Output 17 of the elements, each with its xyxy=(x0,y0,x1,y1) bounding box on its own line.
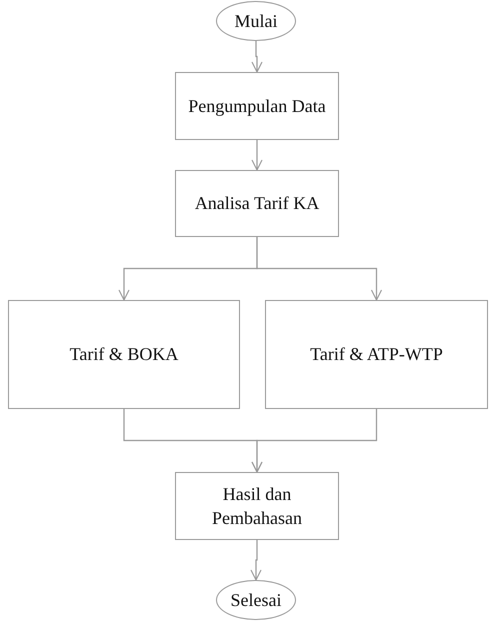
process-box xyxy=(175,170,339,237)
flow-arrow xyxy=(251,41,263,73)
flow-arrow xyxy=(251,409,378,473)
process-box xyxy=(265,300,488,409)
node-label: Mulai xyxy=(234,10,278,33)
process-box xyxy=(175,72,339,140)
flow-arrow xyxy=(251,140,263,171)
node-label: Selesai xyxy=(230,588,282,612)
node-label: Analisa Tarif KA xyxy=(194,192,320,216)
process-box xyxy=(8,300,240,409)
node-label: Pengumpulan Data xyxy=(188,94,326,118)
flow-arrow xyxy=(250,540,262,581)
node-label: Tarif & BOKA xyxy=(70,343,178,366)
node-label: Tarif & ATP-WTP xyxy=(310,343,443,366)
node-label: Hasil dan Pembahasan xyxy=(211,482,303,530)
flow-arrow xyxy=(256,237,382,301)
process-box xyxy=(175,472,339,540)
